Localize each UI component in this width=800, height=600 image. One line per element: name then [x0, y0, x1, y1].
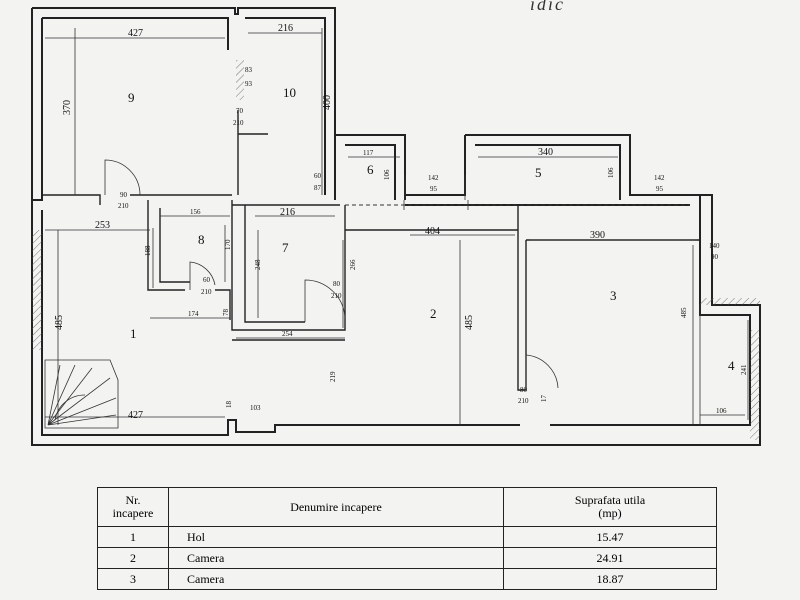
dim-r5-width: 340 [538, 147, 553, 158]
dim-door-80-r7: 80 [333, 280, 341, 288]
dim-r3-width: 390 [590, 230, 605, 241]
dim-door-87: 87 [314, 184, 322, 192]
dim-door-93: 93 [245, 80, 253, 88]
dimension-lines [45, 28, 749, 425]
dim-r2-height: 485 [464, 315, 475, 330]
legend-cell-nr: 1 [97, 526, 169, 548]
legend-cell-name: Camera [168, 547, 504, 569]
outer-walls [31, 7, 761, 446]
legend-cell-area: 18.87 [503, 568, 717, 590]
dim-door-80-bottom: 80 [520, 386, 528, 394]
room-label-3: 3 [610, 288, 617, 303]
table-row: 3 Camera 18.87 [97, 568, 717, 590]
legend-cell-name: Hol [168, 526, 504, 548]
dim-r7-width: 216 [280, 207, 295, 218]
dim-win-142-b: 142 [654, 174, 665, 182]
legend-header-nr: Nr. incapere [97, 487, 169, 527]
room-legend-table: Nr. incapere Denumire incapere Suprafata… [97, 487, 717, 590]
dim-r5-height: 106 [607, 167, 615, 178]
dim-174: 174 [188, 310, 199, 318]
legend-header-area: Suprafata utila (mp) [503, 487, 717, 527]
room-label-10: 10 [283, 85, 296, 100]
dim-r7-bottom: 254 [282, 330, 293, 338]
dim-r2-width: 404 [425, 226, 440, 237]
staircase [44, 359, 119, 429]
room-label-8: 8 [198, 232, 205, 247]
dim-r1-height: 485 [54, 315, 65, 330]
dim-win-95-a: 95 [430, 185, 438, 193]
door-swings [104, 159, 559, 390]
room-label-1: 1 [130, 326, 137, 341]
dim-win-142-a: 142 [428, 174, 439, 182]
legend-cell-nr: 2 [97, 547, 169, 569]
dim-r1-width-bottom: 427 [128, 410, 143, 421]
dim-door-90: 90 [120, 191, 128, 199]
legend-cell-area: 15.47 [503, 526, 717, 548]
header-stamp: ıdıc [530, 0, 565, 14]
floor-plan-drawing: 427 370 216 400 83 93 70 210 90 210 60 8… [31, 7, 761, 446]
dim-r8-height: 170 [224, 239, 232, 250]
dim-door-210b: 210 [118, 202, 129, 210]
dimension-labels: 427 370 216 400 83 93 70 210 90 210 60 8… [54, 23, 748, 421]
dim-r4-height: 241 [740, 364, 748, 375]
dim-door-210-r8: 210 [201, 288, 212, 296]
table-row: 2 Camera 24.91 [97, 547, 717, 569]
dim-r7-height: 248 [254, 259, 262, 270]
legend-cell-area: 24.91 [503, 547, 717, 569]
dim-r10-width: 216 [278, 23, 293, 34]
room-label-4: 4 [728, 358, 735, 373]
dim-r1-width-top: 253 [95, 220, 110, 231]
legend-cell-name: Camera [168, 568, 504, 590]
dim-door-140: 140 [709, 242, 720, 250]
legend-header-name: Denumire incapere [168, 487, 504, 527]
table-row: 1 Hol 15.47 [97, 526, 717, 548]
room-label-2: 2 [430, 306, 437, 321]
dim-r2-left: 266 [349, 259, 357, 270]
dim-r8-side: 188 [144, 245, 152, 256]
dim-r2-219: 219 [329, 371, 337, 382]
legend-cell-nr: 3 [97, 568, 169, 590]
room-label-9: 9 [128, 90, 135, 105]
dim-bottom-18: 18 [225, 401, 233, 409]
dim-door-60-r8: 60 [203, 276, 211, 284]
room-label-7: 7 [282, 240, 289, 255]
dim-door-210-bottom: 210 [518, 397, 529, 405]
dim-r10-height: 400 [322, 95, 333, 110]
dim-door-210a: 210 [233, 119, 244, 127]
dim-door-90-r3: 90 [711, 253, 719, 261]
dim-78: 78 [222, 309, 230, 317]
dim-door-70: 70 [236, 107, 244, 115]
dim-door-60-top: 60 [314, 172, 322, 180]
dim-win-95-b: 95 [656, 185, 664, 193]
room-label-6: 6 [367, 162, 374, 177]
dim-r6-height: 106 [383, 169, 391, 180]
dim-r4-width: 106 [716, 407, 727, 415]
legend-header-row: Nr. incapere Denumire incapere Suprafata… [97, 487, 717, 527]
room-label-5: 5 [535, 165, 542, 180]
dim-r9-width: 427 [128, 28, 143, 39]
dim-r6-width: 117 [363, 149, 374, 157]
dim-bottom-17: 17 [540, 395, 548, 403]
dim-door-210-r7: 210 [331, 292, 342, 300]
dim-r8-width: 156 [190, 208, 201, 216]
dim-bottom-103: 103 [250, 404, 261, 412]
room-labels: 9 10 6 5 8 7 1 2 3 4 [128, 85, 735, 373]
dim-r3-height: 485 [680, 307, 688, 318]
dim-r9-height: 370 [62, 100, 73, 115]
dim-door-83: 83 [245, 66, 253, 74]
